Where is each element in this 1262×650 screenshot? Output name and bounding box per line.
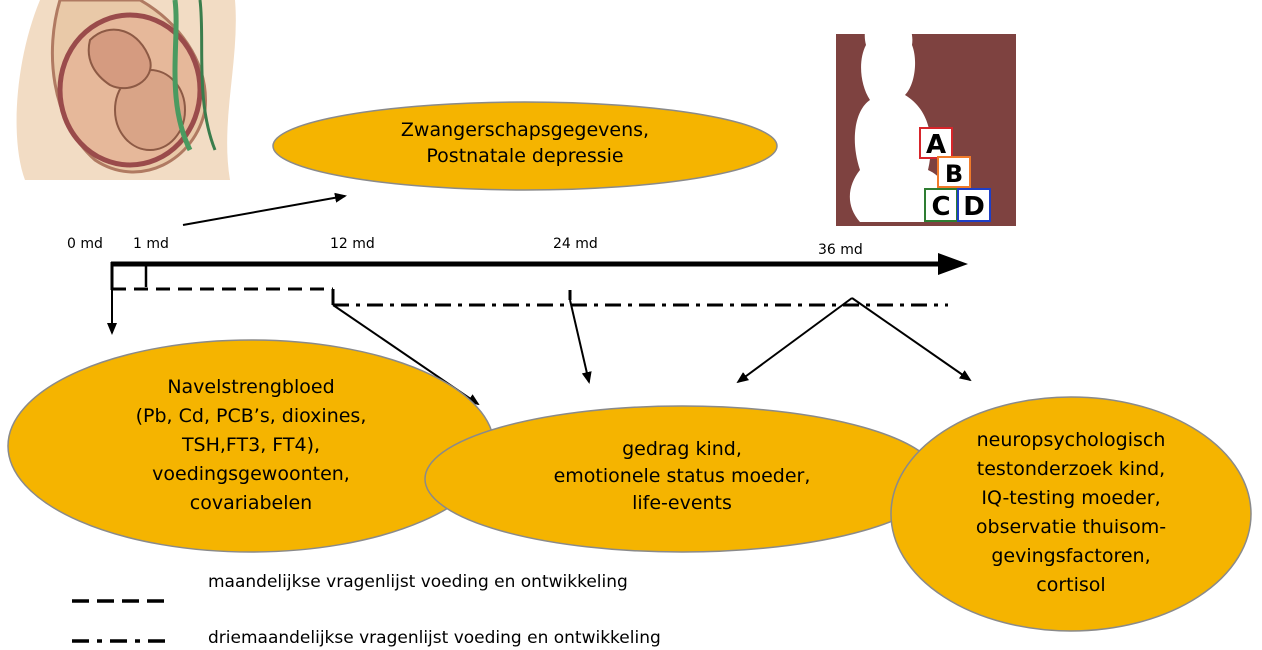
block-d: D <box>957 188 991 222</box>
ellipse-behaviour-line-1: gedrag kind, <box>622 438 742 460</box>
baby-blocks-illustration: A B C D <box>836 10 1016 226</box>
ellipse-neuro-line-3: IQ-testing moeder, <box>981 487 1160 509</box>
legend-quarterly-label: driemaandelijkse vragenlijst voeding en … <box>208 628 661 648</box>
tick-label-36md: 36 md <box>818 242 863 258</box>
block-a: A <box>919 127 953 160</box>
arrow-to-pregnancy <box>182 192 347 226</box>
ellipse-birth-line-2: (Pb, Cd, PCB’s, dioxines, <box>136 405 367 427</box>
ellipse-neuro-line-1: neuropsychologisch <box>977 429 1166 451</box>
timeline-axis <box>110 253 968 290</box>
block-a-letter: A <box>926 130 946 160</box>
ellipse-neuro-line-5: gevingsfactoren, <box>991 545 1150 567</box>
tick-label-24md: 24 md <box>553 236 598 252</box>
ellipse-birth: Navelstrengbloed (Pb, Cd, PCB’s, dioxine… <box>7 339 495 553</box>
ellipse-birth-line-4: voedingsgewoonten, <box>152 463 350 485</box>
ellipse-neuro-line-6: cortisol <box>1036 574 1105 596</box>
ellipse-pregnancy: Zwangerschapsgegevens, Postnatale depres… <box>272 101 778 191</box>
legend: maandelijkse vragenlijst voeding en ontw… <box>72 572 661 648</box>
pregnancy-illustration <box>16 0 236 180</box>
ellipse-pregnancy-line-2: Postnatale depressie <box>426 145 623 167</box>
block-c: C <box>924 188 958 222</box>
block-c-letter: C <box>931 192 950 222</box>
ellipse-birth-line-3: TSH,FT3, FT4), <box>181 434 320 456</box>
ellipse-behaviour-line-2: emotionele status moeder, <box>554 465 811 487</box>
ellipse-neuro-line-4: observatie thuisom- <box>976 516 1166 538</box>
ellipse-neuro: neuropsychologisch testonderzoek kind, I… <box>890 396 1252 632</box>
ellipse-birth-line-5: covariabelen <box>190 492 312 514</box>
ellipse-behaviour-line-3: life-events <box>632 492 732 514</box>
ellipse-neuro-line-2: testonderzoek kind, <box>977 458 1165 480</box>
block-b: B <box>937 156 971 188</box>
ellipse-pregnancy-line-1: Zwangerschapsgegevens, <box>401 119 649 141</box>
ellipse-birth-line-1: Navelstrengbloed <box>167 376 334 398</box>
tick-label-12md: 12 md <box>330 236 375 252</box>
arrow-24md-to-behaviour <box>569 299 592 384</box>
legend-monthly-label: maandelijkse vragenlijst voeding en ontw… <box>208 572 628 592</box>
ellipse-behaviour: gedrag kind, emotionele status moeder, l… <box>424 405 940 553</box>
tick-label-0md: 0 md <box>67 236 103 252</box>
arrow-36md-to-behaviour <box>736 297 853 384</box>
arrow-36md-to-neuro <box>851 297 972 382</box>
block-d-letter: D <box>963 192 985 222</box>
tick-label-1md: 1 md <box>133 236 169 252</box>
block-b-letter: B <box>945 160 963 188</box>
